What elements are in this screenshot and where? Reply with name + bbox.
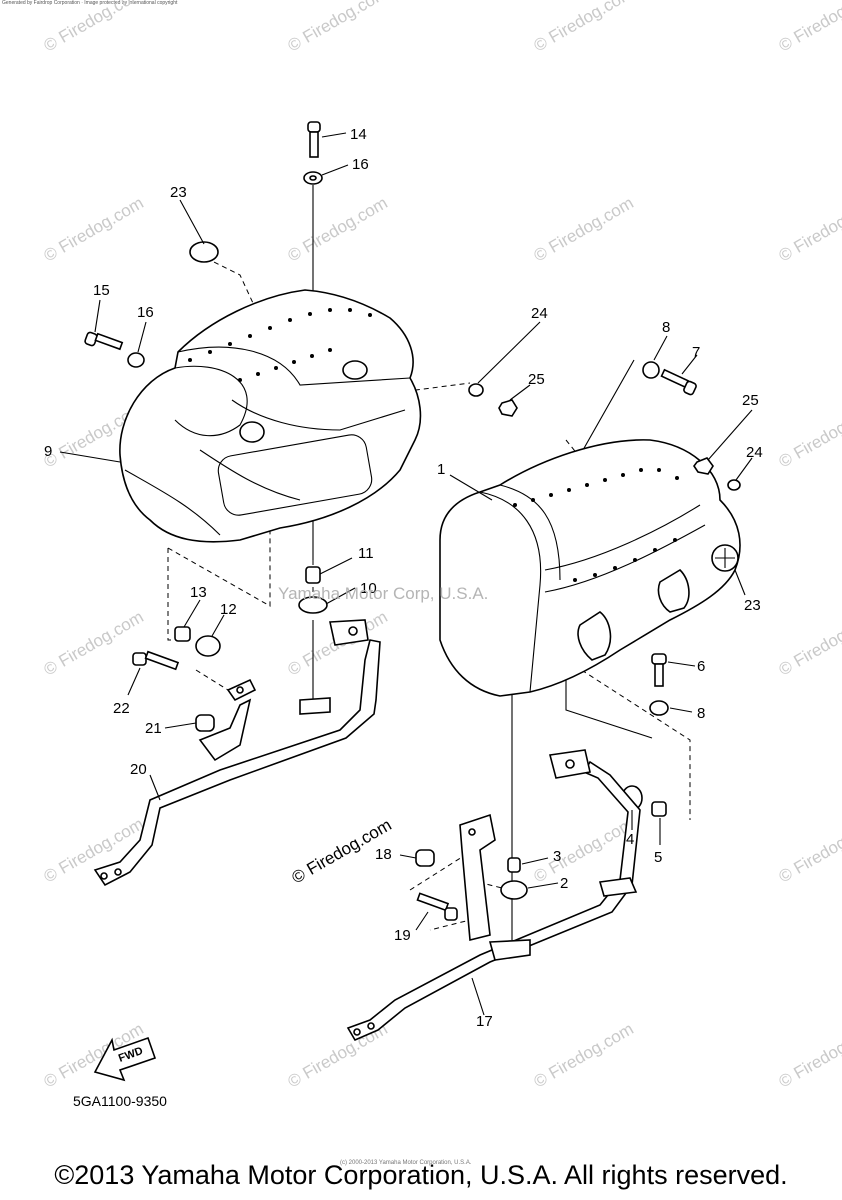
callout-6: 6: [697, 658, 705, 675]
copyright-footer: ©2013 Yamaha Motor Corporation, U.S.A. A…: [54, 1160, 788, 1190]
callout-16-top: 16: [352, 156, 369, 173]
callout-24-top: 24: [531, 305, 548, 322]
watermark: © Firedog.com: [531, 0, 637, 55]
watermark: © Firedog.com: [41, 0, 147, 55]
callout-24-right: 24: [746, 444, 763, 461]
callout-12: 12: [220, 601, 237, 618]
watermark: © Firedog.com: [776, 1019, 842, 1091]
watermark: © Firedog.com: [776, 814, 842, 886]
callout-19: 19: [394, 927, 411, 944]
callout-8-bottom: 8: [697, 705, 705, 722]
fwd-arrow: FWD: [93, 1036, 157, 1082]
small-parts: [84, 121, 741, 921]
callout-25-top: 25: [528, 371, 545, 388]
right-bag-rivets: [513, 468, 679, 582]
callout-8-top: 8: [662, 319, 670, 336]
watermark: © Firedog.com: [776, 607, 842, 679]
callout-3: 3: [553, 848, 561, 865]
callout-23-left: 23: [170, 184, 187, 201]
watermark: © Firedog.com: [285, 193, 391, 265]
right-stay-bracket[interactable]: [346, 749, 641, 1042]
watermark: © Firedog.com: [41, 193, 147, 265]
callout-20: 20: [130, 761, 147, 778]
callout-numbers: 14 16 23 15 16 24 8 7 25 25 24 9 1 11 10…: [44, 126, 763, 1030]
watermark: © Firedog.com: [285, 0, 391, 55]
watermark: © Firedog.com: [776, 0, 842, 55]
callout-21: 21: [145, 720, 162, 737]
watermark: © Firedog.com: [776, 399, 842, 471]
left-saddlebag[interactable]: [119, 289, 422, 543]
diagram-code: 5GA1100-9350: [73, 1093, 167, 1109]
left-stay-bracket[interactable]: [93, 619, 381, 887]
scan-header-note: Generated by Fairdrop Corporation · Imag…: [2, 0, 178, 6]
callout-14: 14: [350, 126, 367, 143]
callout-5: 5: [654, 849, 662, 866]
leader-lines: [59, 132, 753, 1016]
callout-2: 2: [560, 875, 568, 892]
callout-16-left: 16: [137, 304, 154, 321]
callout-11: 11: [358, 545, 374, 562]
watermark: © Firedog.com: [41, 607, 147, 679]
callout-18: 18: [375, 846, 392, 863]
right-saddlebag[interactable]: [439, 439, 741, 697]
callout-13: 13: [190, 584, 207, 601]
yamaha-watermark: Yamaha Motor Corp, U.S.A.: [278, 584, 489, 603]
callout-7: 7: [692, 344, 700, 361]
watermark: © Firedog.com: [776, 193, 842, 265]
watermark: © Firedog.com: [531, 1019, 637, 1091]
callout-23-right: 23: [744, 597, 761, 614]
callout-25-right: 25: [742, 392, 759, 409]
callout-22: 22: [113, 700, 130, 717]
callout-1: 1: [437, 461, 445, 478]
callout-17: 17: [476, 1013, 493, 1030]
watermark: © Firedog.com: [531, 193, 637, 265]
callout-10: 10: [360, 580, 377, 597]
callout-4: 4: [626, 831, 634, 848]
callout-15: 15: [93, 282, 110, 299]
small-copyright: (c) 2000-2013 Yamaha Motor Corporation, …: [340, 1160, 472, 1166]
left-bag-rivets: [188, 308, 372, 382]
callout-9: 9: [44, 443, 52, 460]
